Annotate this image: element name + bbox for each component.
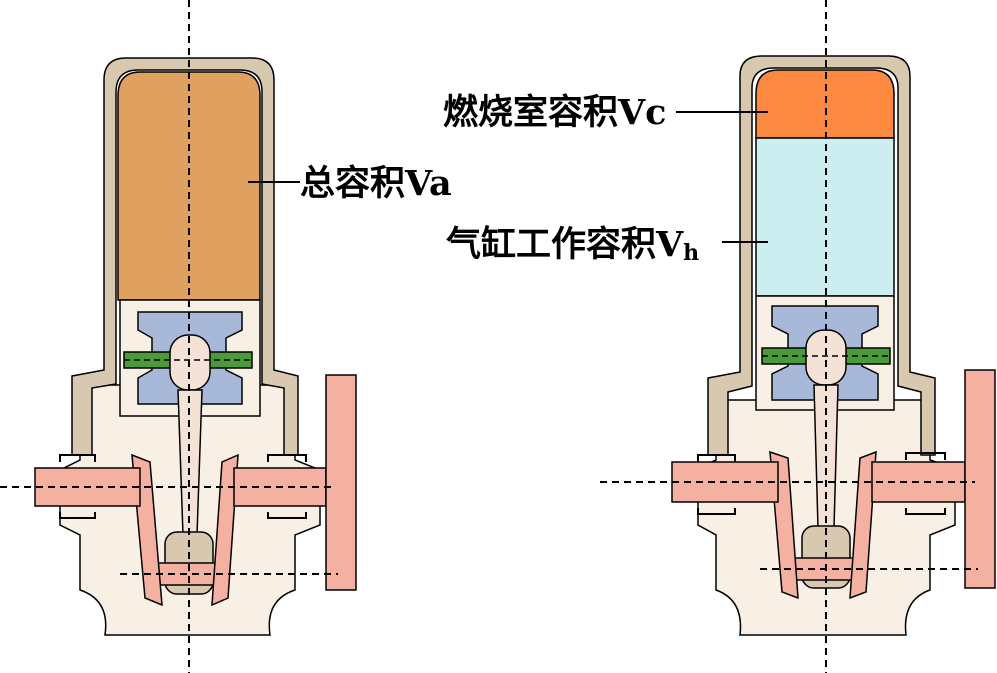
right-crank-web-right — [849, 450, 877, 600]
working-volume-label: 气缸工作容积Vh — [446, 224, 699, 266]
right-flywheel — [964, 369, 996, 589]
left-bearing-bracket-bot-right — [267, 512, 307, 519]
left-bearing-bracket-bot-left — [59, 512, 96, 519]
right-bearing-bracket-bot-right — [905, 508, 946, 515]
left-engine: 总容积Va — [0, 0, 452, 673]
left-crank-web-right — [211, 453, 239, 607]
total-volume-label: 总容积Va — [300, 163, 452, 204]
left-cylinder-wall — [71, 57, 299, 456]
right-cylinder-wall — [707, 55, 936, 456]
combustion-volume-label: 燃烧室容积Vc — [443, 92, 666, 133]
right-combustion-chamber — [755, 69, 895, 139]
right-bearing-bracket-top-right — [905, 452, 946, 460]
right-engine: 燃烧室容积Vc 气缸工作容积Vh — [443, 0, 996, 673]
left-flywheel — [325, 374, 357, 591]
right-bearing-bracket-top-left — [697, 454, 736, 462]
left-bearing-bracket-top-left — [59, 454, 96, 462]
left-bearing-bracket-top-right — [267, 454, 307, 462]
right-bearing-bracket-bot-left — [697, 508, 736, 515]
